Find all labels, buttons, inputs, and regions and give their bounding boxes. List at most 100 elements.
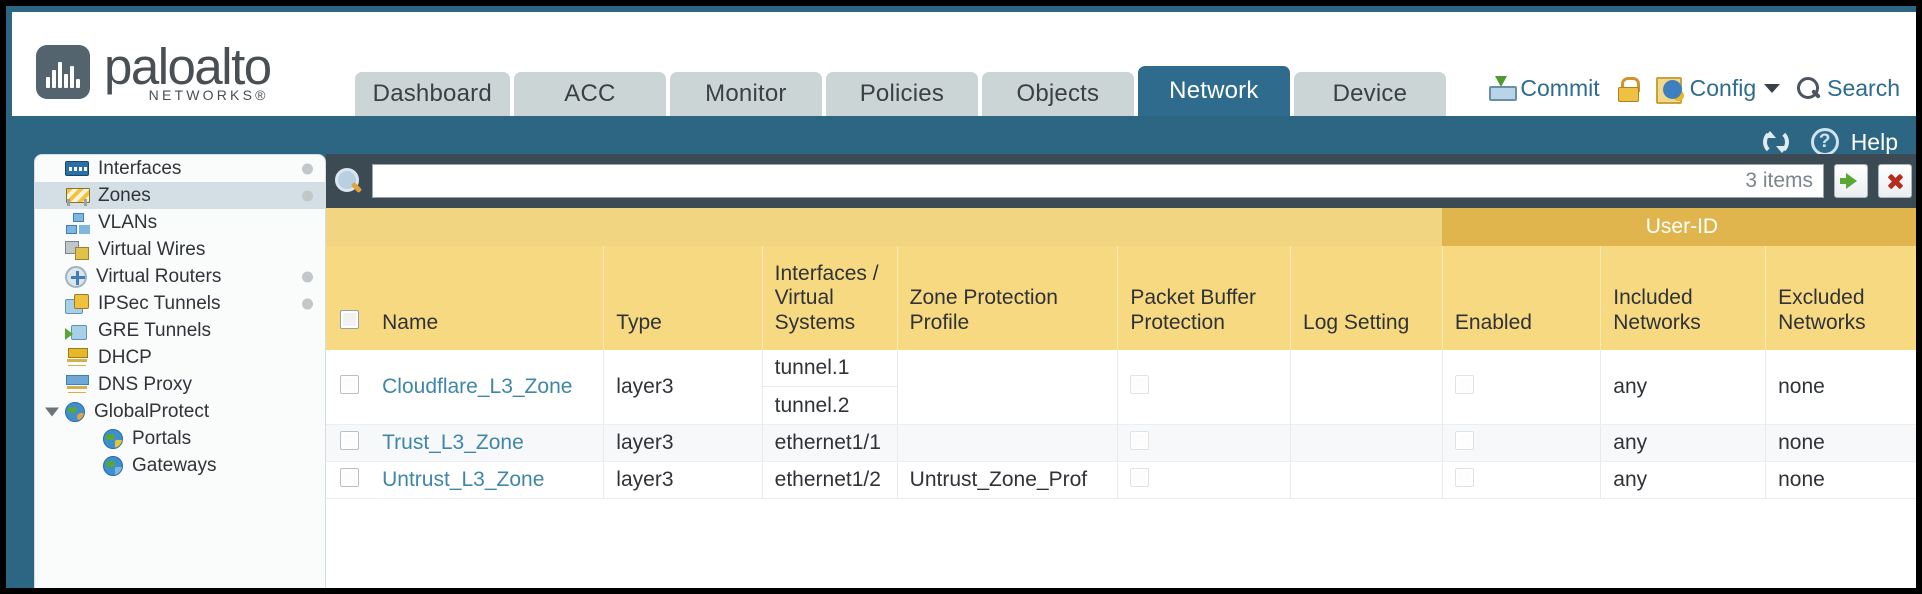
- help-label: Help: [1850, 128, 1898, 155]
- cell-interfaces: ethernet1/2: [762, 461, 898, 499]
- search-label: Search: [1827, 75, 1900, 101]
- zones-content-panel: 3 items User-ID: [326, 154, 1916, 588]
- packet-buffer-checkbox[interactable]: [1130, 374, 1150, 394]
- userid-enabled-checkbox[interactable]: [1454, 467, 1474, 487]
- lock-button[interactable]: [1617, 76, 1640, 102]
- tab-acc[interactable]: ACC: [513, 72, 666, 116]
- row-checkbox[interactable]: [340, 430, 359, 450]
- tab-device[interactable]: Device: [1293, 72, 1446, 116]
- tab-objects[interactable]: Objects: [981, 72, 1134, 116]
- col-header-userid-enabled[interactable]: Enabled: [1442, 246, 1602, 350]
- select-all-checkbox[interactable]: [340, 310, 359, 330]
- zones-table: User-ID Name Type Interfaces / Virtual S…: [326, 208, 1916, 499]
- zones-icon: [65, 186, 90, 206]
- header-actions: Commit Config Search: [1488, 75, 1916, 116]
- col-header-zone-protection-profile[interactable]: Zone Protection Profile: [897, 246, 1119, 350]
- cell-zone-protection-profile: [897, 424, 1119, 462]
- sidebar-item-ipsec-tunnels[interactable]: IPSec Tunnels: [35, 290, 325, 317]
- zones-table-wrapper: User-ID Name Type Interfaces / Virtual S…: [326, 208, 1916, 588]
- band-actions: ? Help: [1762, 128, 1898, 156]
- sub-header-band: ? Help: [12, 116, 1916, 178]
- col-header-name[interactable]: Name: [370, 246, 605, 350]
- brand-name: paloalto: [104, 38, 272, 95]
- cell-included-networks: any: [1600, 424, 1767, 462]
- sidebar-item-globalprotect[interactable]: GlobalProtect: [35, 398, 325, 425]
- sidebar-label: GRE Tunnels: [98, 320, 211, 341]
- sidebar-item-gre-tunnels[interactable]: GRE Tunnels: [35, 317, 325, 344]
- expander-triangle-icon[interactable]: [45, 407, 59, 416]
- sidebar-label: Portals: [132, 428, 192, 449]
- cell-zone-protection-profile: [897, 350, 1119, 425]
- sidebar-item-dhcp[interactable]: DHCP: [35, 344, 325, 371]
- commit-button[interactable]: Commit: [1488, 75, 1600, 102]
- refresh-icon[interactable]: [1762, 129, 1789, 155]
- filter-field[interactable]: 3 items: [372, 164, 1824, 198]
- row-select-cell: [326, 424, 371, 462]
- search-button[interactable]: Search: [1797, 75, 1900, 102]
- arrow-right-icon: [1839, 173, 1857, 189]
- sidebar-item-portals[interactable]: Portals: [35, 425, 325, 452]
- table-row[interactable]: Untrust_L3_Zone layer3 ethernet1/2 Untru…: [326, 461, 1916, 499]
- sidebar-item-vlans[interactable]: VLANs: [35, 209, 325, 236]
- paloalto-logo-icon: [36, 44, 90, 99]
- packet-buffer-checkbox[interactable]: [1130, 430, 1150, 450]
- tab-policies[interactable]: Policies: [825, 72, 978, 116]
- row-checkbox[interactable]: [340, 467, 359, 487]
- col-header-included-networks[interactable]: Included Networks: [1600, 246, 1767, 350]
- cell-userid-enabled: [1442, 424, 1602, 462]
- globalprotect-icon: [65, 401, 85, 422]
- search-input[interactable]: [383, 165, 1746, 197]
- sidebar-item-dns-proxy[interactable]: DNS Proxy: [35, 371, 325, 398]
- cell-log-setting: [1290, 424, 1443, 462]
- cell-packet-buffer-protection: [1117, 350, 1292, 425]
- col-header-packet-buffer-protection[interactable]: Packet Buffer Protection: [1117, 246, 1292, 350]
- col-header-log-setting[interactable]: Log Setting: [1290, 246, 1443, 350]
- cell-log-setting: [1290, 350, 1443, 425]
- column-header-row: Name Type Interfaces / Virtual Systems Z…: [326, 246, 1916, 350]
- zone-name-link[interactable]: Cloudflare_L3_Zone: [382, 375, 573, 398]
- dhcp-icon: [65, 347, 89, 368]
- status-dot: [302, 163, 313, 174]
- clear-filter-button[interactable]: [1878, 164, 1912, 198]
- select-all-header: [326, 246, 371, 350]
- dns-proxy-icon: [65, 374, 89, 395]
- tab-dashboard[interactable]: Dashboard: [354, 72, 510, 116]
- zone-name-link[interactable]: Trust_L3_Zone: [382, 431, 524, 454]
- tab-monitor[interactable]: Monitor: [669, 72, 822, 116]
- userid-enabled-checkbox[interactable]: [1454, 430, 1474, 450]
- sidebar-label: DHCP: [98, 347, 152, 368]
- sidebar-item-virtual-wires[interactable]: Virtual Wires: [35, 236, 325, 263]
- col-header-interfaces[interactable]: Interfaces / Virtual Systems: [762, 246, 898, 350]
- config-menu[interactable]: Config: [1655, 75, 1781, 104]
- apply-filter-button[interactable]: [1834, 164, 1868, 198]
- gre-tunnels-icon: [65, 321, 89, 341]
- sidebar-label: Interfaces: [98, 158, 182, 179]
- cell-name: Trust_L3_Zone: [370, 424, 605, 462]
- sidebar-item-virtual-routers[interactable]: Virtual Routers: [35, 263, 325, 290]
- col-header-type[interactable]: Type: [603, 246, 763, 350]
- network-sidebar: Interfaces Zones VLANs Virtual Wires Vir…: [34, 154, 326, 588]
- sidebar-item-zones[interactable]: Zones: [35, 182, 325, 209]
- cell-included-networks: any: [1600, 350, 1767, 425]
- help-button[interactable]: ? Help: [1810, 128, 1898, 156]
- userid-enabled-checkbox[interactable]: [1454, 374, 1474, 394]
- col-header-excluded-networks[interactable]: Excluded Networks: [1765, 246, 1916, 350]
- sidebar-item-interfaces[interactable]: Interfaces: [35, 155, 325, 182]
- tab-network[interactable]: Network: [1137, 66, 1290, 116]
- table-row[interactable]: Trust_L3_Zone layer3 ethernet1/1 any: [326, 424, 1916, 462]
- sidebar-label: Virtual Wires: [98, 239, 206, 260]
- row-checkbox[interactable]: [340, 374, 359, 394]
- cell-interfaces: ethernet1/1: [762, 424, 898, 462]
- commit-icon: [1488, 75, 1518, 102]
- row-select-cell: [326, 350, 371, 425]
- brand-subtitle: NETWORKS®: [148, 87, 269, 103]
- zone-name-link[interactable]: Untrust_L3_Zone: [382, 468, 545, 491]
- group-header-row: User-ID: [326, 208, 1916, 246]
- ipsec-tunnels-icon: [65, 293, 89, 314]
- magnifier-icon[interactable]: [334, 167, 362, 195]
- packet-buffer-checkbox[interactable]: [1130, 467, 1150, 487]
- sidebar-label: VLANs: [98, 212, 158, 233]
- sidebar-item-gateways[interactable]: Gateways: [35, 452, 325, 479]
- table-body: Cloudflare_L3_Zone layer3 tunnel.1 tunne…: [326, 350, 1916, 499]
